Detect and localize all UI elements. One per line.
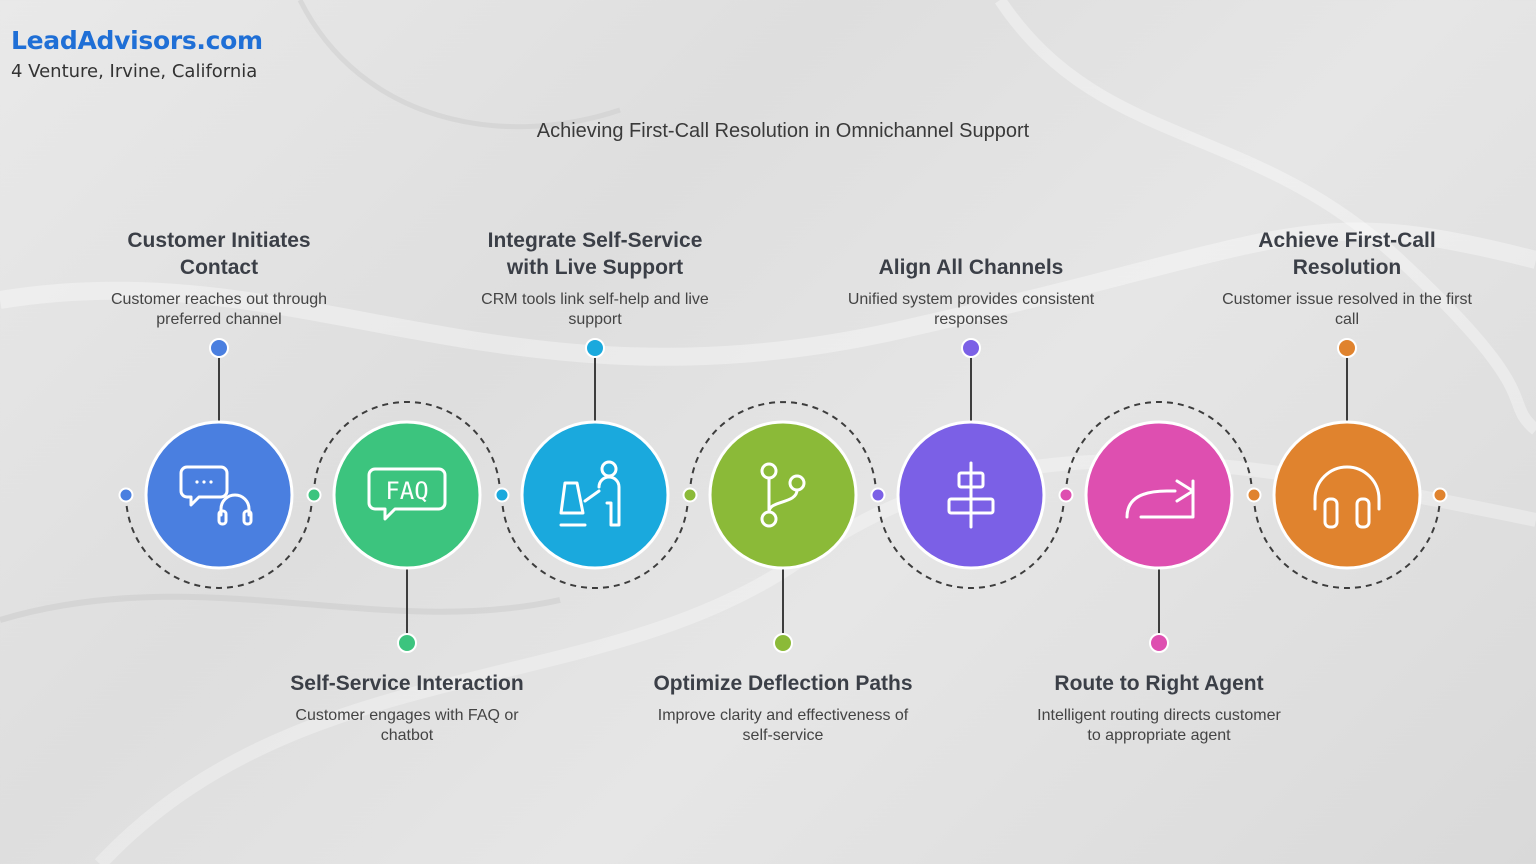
git-branch-icon	[760, 462, 806, 528]
step-circle-7	[1272, 420, 1422, 570]
connector-dot	[585, 338, 605, 358]
faq-icon: FAQ	[367, 467, 447, 521]
chat-headset-icon	[179, 465, 253, 526]
connector-dot	[1149, 633, 1169, 653]
step-title: Align All Channels	[878, 256, 1064, 279]
connector-dot	[209, 338, 229, 358]
person-at-computer-icon	[559, 460, 621, 527]
step-circle-1	[144, 420, 294, 570]
dashed-arc	[877, 494, 1065, 589]
dashed-arc	[689, 401, 877, 496]
diagram-title: Achieving First-Call Resolution in Omnic…	[536, 120, 1030, 142]
step-circle-6	[1084, 420, 1234, 570]
align-center-icon	[947, 461, 995, 529]
step-description: Unified system provides consistent respo…	[847, 291, 1095, 328]
step-title: Self-Service Interaction	[290, 672, 524, 695]
dashed-arc	[125, 494, 313, 589]
step-title: Achieve First-Call Resolution	[1258, 229, 1436, 279]
step-text-3: Integrate Self-Service with Live Support…	[465, 227, 725, 330]
connector-dot	[397, 633, 417, 653]
brand-name[interactable]: LeadAdvisors.com	[11, 26, 263, 55]
step-title: Optimize Deflection Paths	[653, 672, 913, 695]
step-circle-4	[708, 420, 858, 570]
connector-dot	[773, 633, 793, 653]
step-title: Customer Initiates Contact	[127, 229, 311, 279]
brand-address: 4 Venture, Irvine, California	[11, 61, 258, 82]
dashed-arc	[501, 494, 689, 589]
step-description: Customer issue resolved in the first cal…	[1222, 291, 1472, 328]
step-description: Customer engages with FAQ or chatbot	[295, 707, 519, 744]
dashed-arc	[313, 401, 501, 496]
headphones-icon	[1313, 465, 1381, 529]
step-description: Customer reaches out through preferred c…	[110, 291, 328, 328]
connector-dot	[961, 338, 981, 358]
junction-dot	[118, 487, 134, 503]
junction-dot	[306, 487, 322, 503]
step-description: Improve clarity and effectiveness of sel…	[657, 707, 909, 744]
step-description: CRM tools link self-help and live suppor…	[481, 291, 709, 328]
connector-dot	[1337, 338, 1357, 358]
junction-dot	[870, 487, 886, 503]
dashed-arc	[1253, 494, 1441, 589]
junction-dot	[494, 487, 510, 503]
step-title: Integrate Self-Service with Live Support	[487, 229, 703, 279]
dashed-arc	[1065, 401, 1253, 496]
step-circle-2	[332, 420, 482, 570]
brand-block: LeadAdvisors.com 4 Venture, Irvine, Cali…	[11, 26, 263, 82]
junction-dot	[1432, 487, 1448, 503]
step-description: Intelligent routing directs customer to …	[1037, 707, 1281, 744]
junction-dot	[1058, 487, 1074, 503]
junction-dot	[682, 487, 698, 503]
junction-dot	[1246, 487, 1262, 503]
svg-text:FAQ: FAQ	[385, 477, 428, 505]
redirect-arrow-icon	[1125, 479, 1195, 519]
step-title: Route to Right Agent	[1054, 672, 1264, 695]
